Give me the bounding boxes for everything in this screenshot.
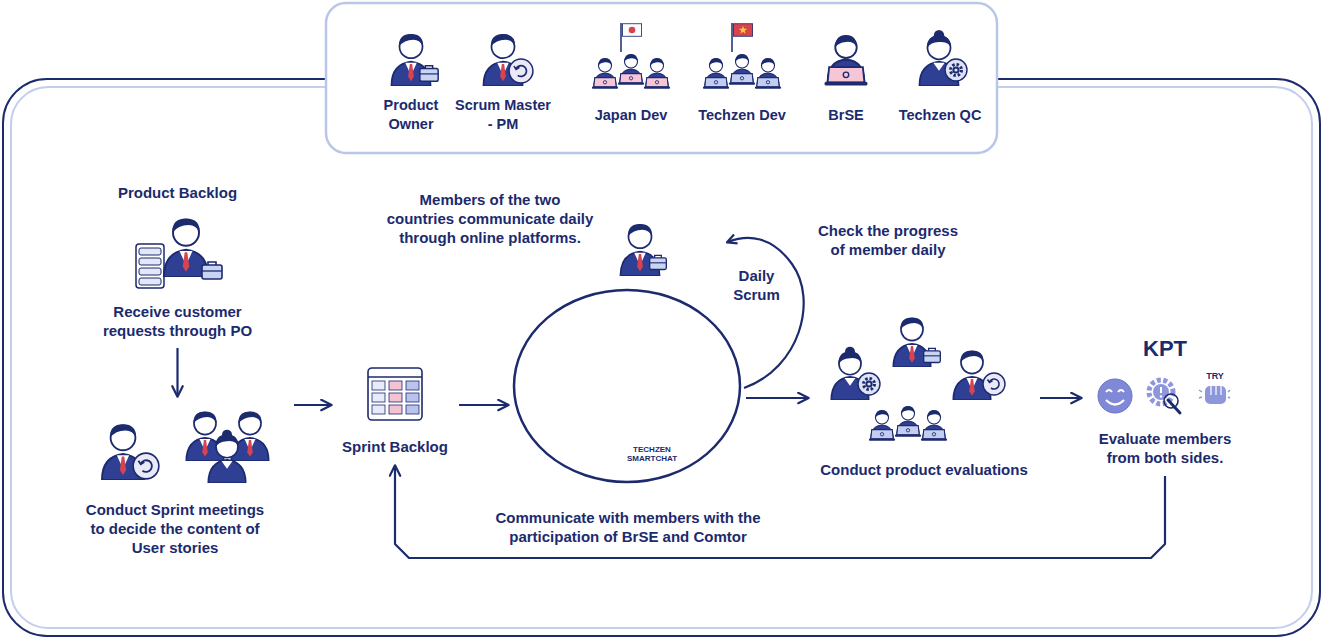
- node-text: Receive customer requests through PO: [85, 302, 270, 340]
- vietnam-flag: [733, 24, 752, 37]
- flow-arrow: [1040, 397, 1081, 399]
- node-title: KPT: [1085, 335, 1245, 363]
- kpt-icons: [1098, 379, 1230, 413]
- node-title: Conduct Sprint meetings to decide the co…: [79, 500, 271, 557]
- node-title: Product Backlog: [85, 183, 270, 202]
- flag-pole: [620, 23, 622, 52]
- daily-scrum: Daily Scrum: [718, 266, 795, 309]
- legend-label: Techzen Dev: [698, 106, 786, 125]
- node-title: Members of the two countries communicate…: [384, 190, 596, 247]
- flow-arrow: [746, 397, 808, 399]
- japan-team-icon: [592, 54, 670, 89]
- icon-text: TRY: [1200, 371, 1230, 381]
- legend-label: BrSE: [828, 106, 863, 125]
- flag-pole: [731, 23, 733, 52]
- legend-label: Scrum Master - PM: [451, 96, 555, 134]
- brse-icon: [825, 35, 868, 86]
- sprint-backlog-step: Sprint Backlog: [335, 362, 455, 461]
- legend-icons: [391, 23, 967, 89]
- flow-arrow: [176, 348, 178, 396]
- cycle-badge: [509, 59, 533, 83]
- node-text: Evaluate members from both sides.: [1090, 429, 1240, 467]
- edge-label: Communicate with members with the partic…: [478, 508, 778, 546]
- gear-badge: [945, 59, 967, 81]
- japan-flag: [622, 24, 641, 37]
- evaluation-icons: [831, 318, 1005, 441]
- meeting-icons: [102, 412, 269, 484]
- annotation: Check the progress of member daily: [812, 221, 964, 259]
- outer-frame: [3, 79, 1320, 636]
- flow-arrow: [395, 466, 1165, 558]
- flow-arrow: [294, 404, 331, 406]
- legend-label: Japan Dev: [595, 106, 668, 125]
- sprint-board: [368, 368, 422, 420]
- node-title: Sprint Backlog: [335, 437, 455, 456]
- legend-panel: [326, 3, 997, 153]
- inner-frame: [11, 87, 1312, 628]
- evaluation-step: Conduct product evaluations: [812, 312, 1036, 484]
- briefcase-badge: [420, 66, 438, 82]
- node-title: Daily Scrum: [718, 266, 795, 304]
- logo-text: TECHZEN SMARTCHAT: [624, 445, 680, 463]
- techzen-team-icon: [703, 54, 781, 89]
- daily-loop: [728, 238, 804, 388]
- legend-label: Product Owner: [378, 96, 444, 134]
- meeting-step: Conduct Sprint meetings to decide the co…: [60, 400, 290, 562]
- team-circle-shape: [514, 290, 740, 482]
- legend-label: Techzen QC: [899, 106, 982, 125]
- backlog-icons: [136, 219, 222, 289]
- node-title: Conduct product evaluations: [812, 460, 1036, 479]
- kpt-step: KPT Evaluate members from both sides.: [1085, 335, 1245, 472]
- flow-arrow: [459, 404, 508, 406]
- briefcase-badge: [650, 255, 667, 269]
- backlog-step: Product BacklogReceive customer requests…: [85, 183, 270, 345]
